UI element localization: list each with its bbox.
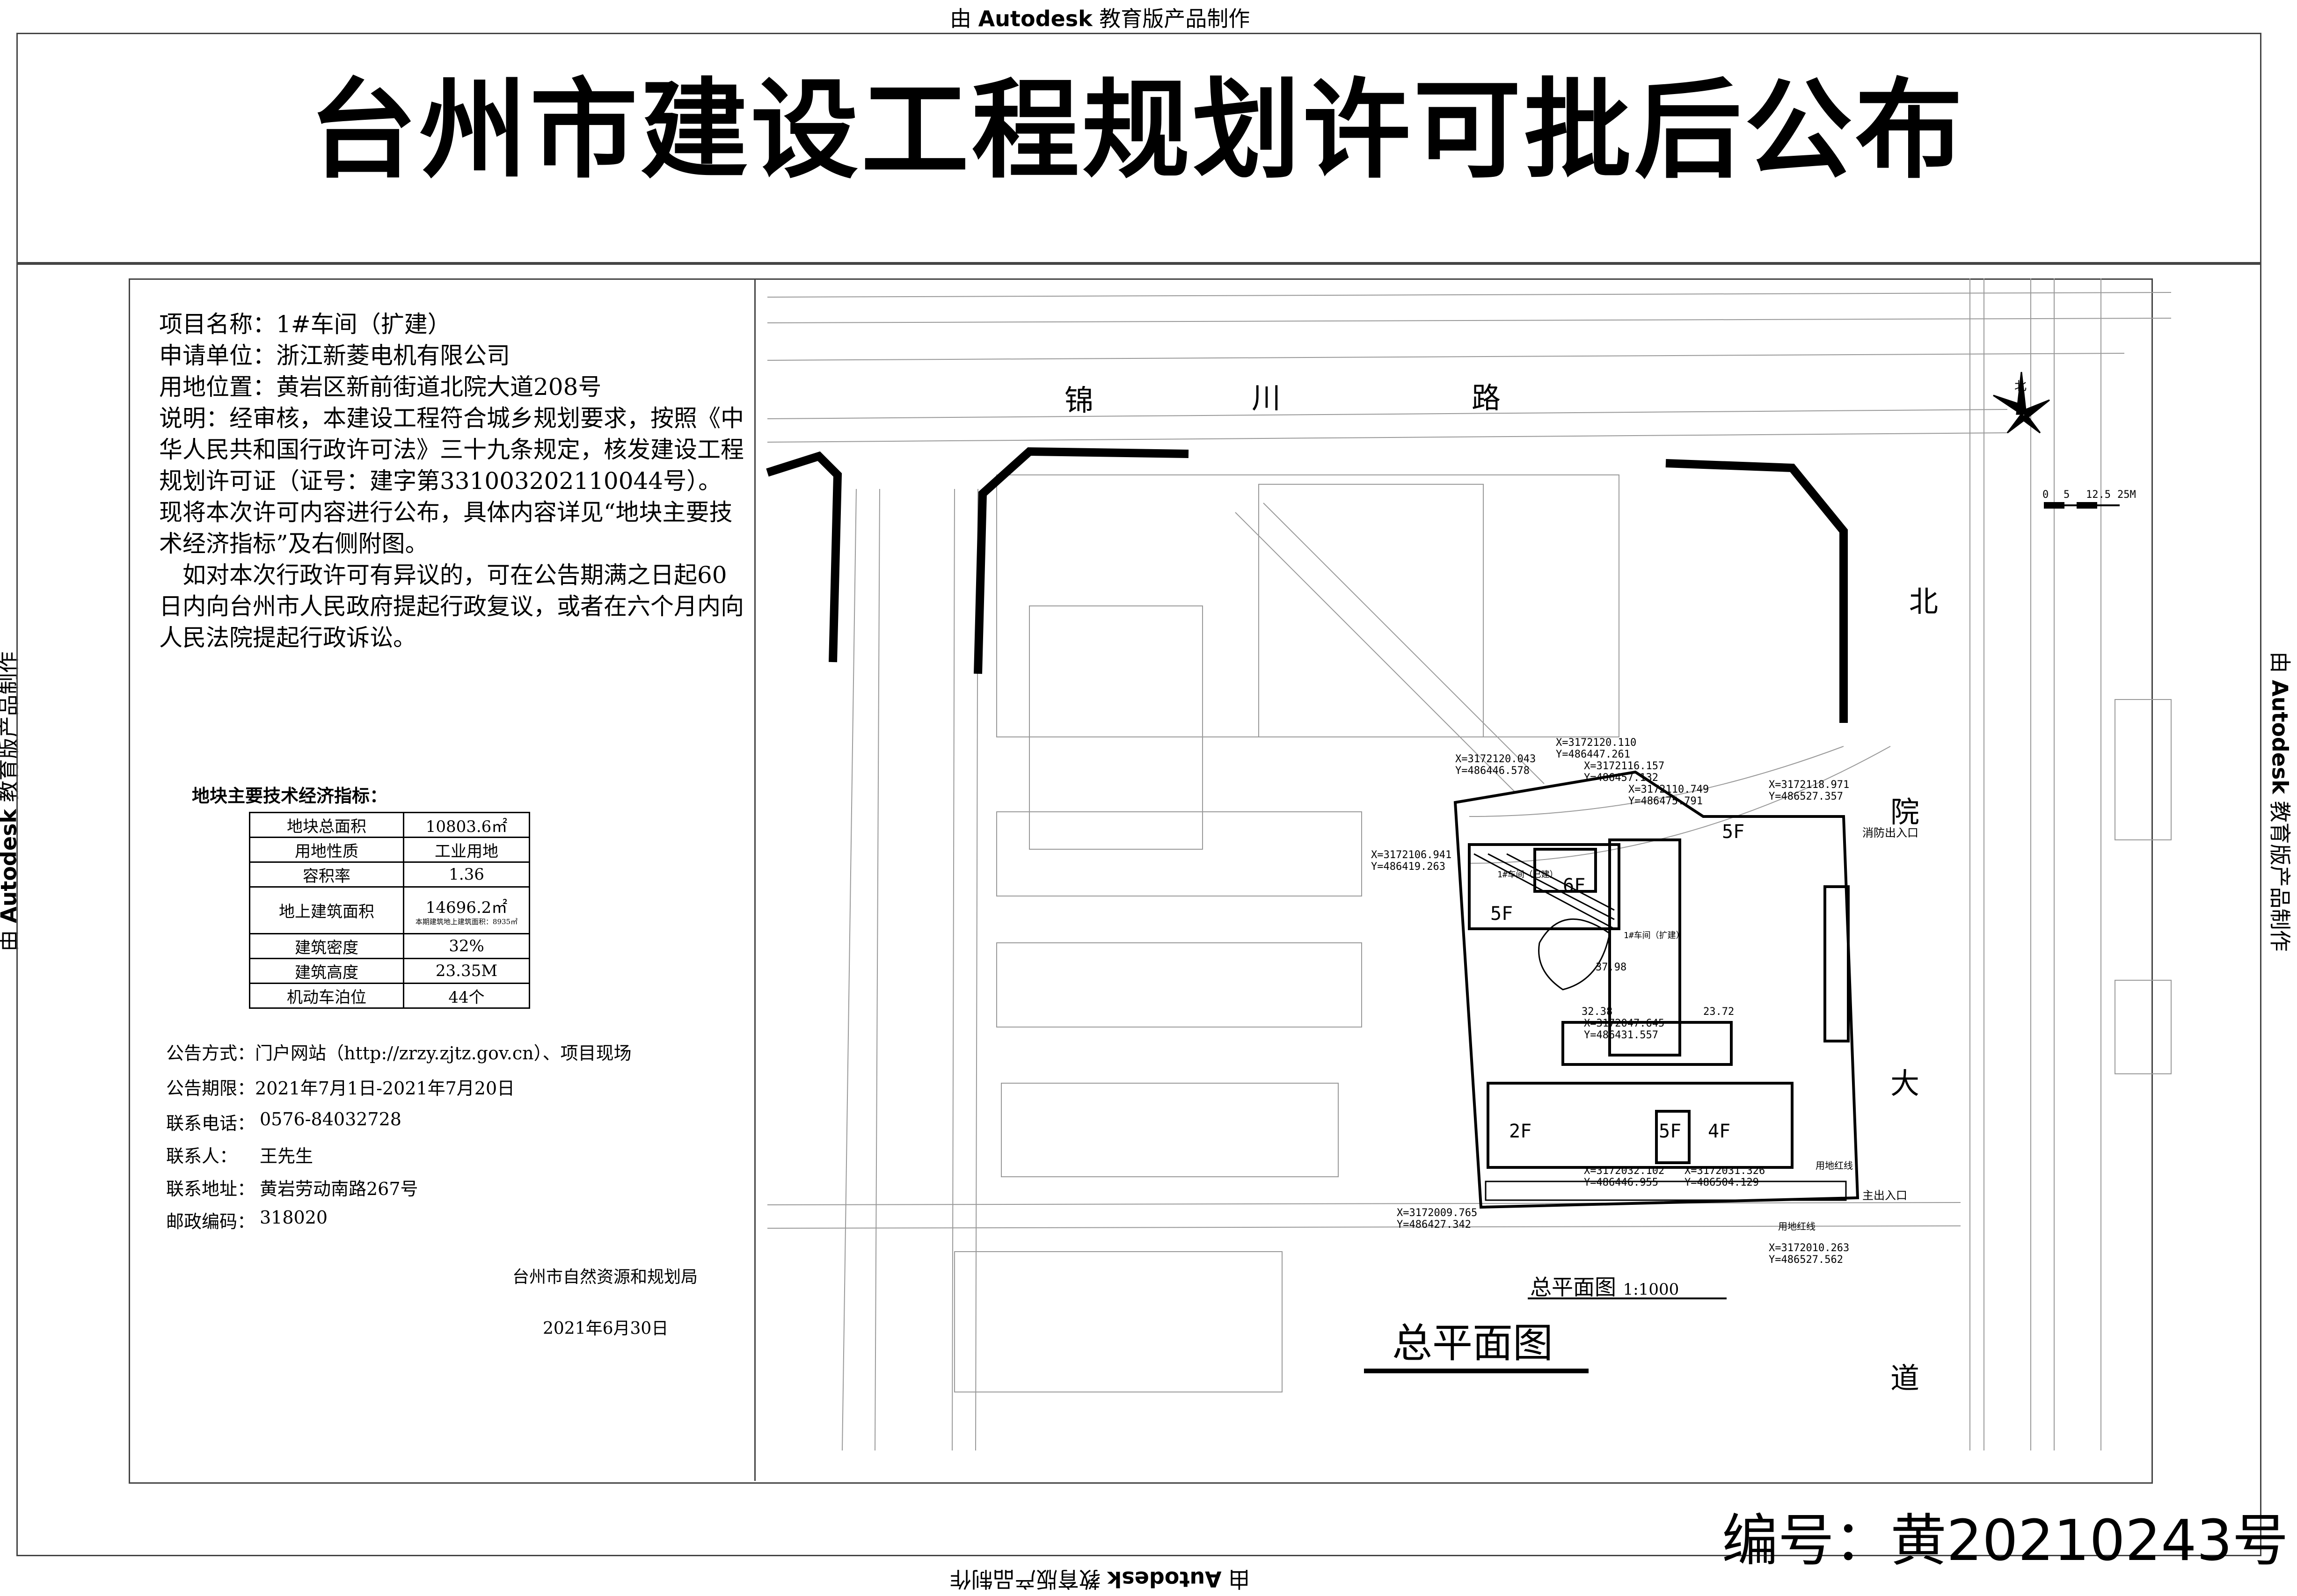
publication-method: 公告方式：门户网站（http://zrzy.zjtz.gov.cn）、项目现场	[166, 1043, 632, 1064]
coord-4-y: Y=486475.791	[1628, 795, 1703, 807]
height-label-1: 37.98	[1596, 962, 1627, 973]
floor-label-6: 4F	[1708, 1121, 1731, 1142]
indicators-title: 地块主要技术经济指标：	[192, 786, 388, 806]
coord-9-y: Y=486504.129	[1684, 1177, 1759, 1188]
road-label-beiyuan-3: 大	[1890, 1066, 1920, 1100]
coord-9-x: X=3172031.326	[1684, 1165, 1765, 1177]
coord-1-x: X=3172120.043	[1455, 753, 1536, 765]
contact-person-value: 王先生	[260, 1146, 314, 1166]
approval-description: 说明：经审核，本建设工程符合城乡规划要求，按照《中华人民共和国行政许可法》三十九…	[159, 405, 744, 557]
publication-period: 公告期限：2021年7月1日-2021年7月20日	[166, 1078, 515, 1099]
building-existing-label: 1#车间（已建）	[1497, 870, 1558, 880]
site-plan-drawing	[766, 278, 2172, 1451]
coord-2-x: X=3172120.110	[1556, 737, 1637, 749]
road-label-beiyuan-1: 北	[1909, 584, 1939, 619]
coord-6-y: Y=486419.263	[1371, 861, 1445, 873]
floor-label-5: 5F	[1659, 1121, 1682, 1142]
objection-notice: 如对本次行政许可有异议的，可在公告期满之日起60日内向台州市人民政府提起行政复议…	[159, 561, 744, 651]
coord-11-y: Y=486527.562	[1769, 1254, 1843, 1266]
page-title: 台州市建设工程规划许可批后公布	[309, 68, 1966, 193]
issuing-agency: 台州市自然资源和规划局	[512, 1268, 698, 1287]
content-divider	[754, 278, 756, 1481]
contact-address-value: 黄岩劳动南路267号	[260, 1179, 418, 1199]
site-plan: 锦 川 路 北 院 大 道 北 0 5 12.5 25M 5F 6F 5F 2F…	[766, 278, 2172, 1451]
table-row: 用地性质工业用地	[249, 837, 530, 863]
coord-7-x: X=3172047.645	[1584, 1018, 1665, 1029]
postcode-value: 318020	[260, 1207, 328, 1228]
road-label-beiyuan-4: 道	[1890, 1361, 1920, 1395]
header-frame	[16, 33, 2261, 265]
postcode: 邮政编码：318020	[166, 1207, 328, 1232]
scale-tick-12-5: 12.5	[2086, 489, 2111, 501]
road-label-jinchuan-1: 锦	[1065, 383, 1094, 417]
project-name: 项目名称：1#车间（扩建）	[159, 311, 451, 338]
coord-8-y: Y=486446.955	[1584, 1177, 1658, 1188]
area-note: 本期建筑地上建筑面积：8935㎡	[415, 918, 518, 926]
plan-title-small: 总平面图 1:1000	[1530, 1275, 1679, 1300]
main-entrance-label: 主出入口	[1862, 1189, 1907, 1202]
coord-4-x: X=3172110.749	[1628, 784, 1709, 795]
coord-1-y: Y=486446.578	[1455, 765, 1530, 777]
content-frame	[129, 278, 2153, 1484]
project-info: 项目名称：1#车间（扩建） 申请单位：浙江新菱电机有限公司 用地位置：黄岩区新前…	[159, 309, 744, 654]
site-location: 用地位置：黄岩区新前街道北院大道208号	[159, 373, 602, 401]
coord-8-x: X=3172032.102	[1584, 1165, 1665, 1177]
publication-method-value: 门户网站（http://zrzy.zjtz.gov.cn）、项目现场	[255, 1043, 632, 1064]
contact-person: 联系人：王先生	[166, 1142, 313, 1167]
floor-label-4: 2F	[1509, 1121, 1532, 1142]
applicant: 申请单位：浙江新菱电机有限公司	[159, 342, 510, 369]
contact-phone-value: 0576-84032728	[260, 1109, 401, 1130]
coord-11-x: X=3172010.263	[1769, 1242, 1850, 1254]
redline-label-2: 用地红线	[1778, 1221, 1816, 1232]
contact-phone: 联系电话：0576-84032728	[166, 1109, 401, 1134]
scale-tick-5: 5	[2064, 489, 2070, 501]
scale-tick-0: 0	[2042, 489, 2049, 501]
watermark-bottom: 由 Autodesk 教育版产品制作	[950, 1567, 1250, 1592]
issue-date: 2021年6月30日	[543, 1319, 669, 1338]
road-label-jinchuan-2: 川	[1252, 381, 1281, 415]
publication-period-value: 2021年7月1日-2021年7月20日	[255, 1078, 515, 1099]
document-number: 编号：黄20210243号	[1722, 1509, 2289, 1574]
body-frame	[16, 262, 2261, 1556]
coord-10-x: X=3172009.765	[1397, 1207, 1478, 1219]
redline-label-1: 用地红线	[1816, 1160, 1853, 1171]
plan-title-large: 总平面图	[1392, 1320, 1553, 1367]
road-label-jinchuan-3: 路	[1472, 381, 1501, 415]
floor-label-2: 6F	[1563, 875, 1586, 896]
floor-label-3: 5F	[1722, 821, 1745, 843]
coord-5-y: Y=486527.357	[1769, 791, 1843, 802]
watermark-top: 由 Autodesk 教育版产品制作	[950, 6, 1250, 31]
building-new-label: 1#车间（扩建）	[1624, 931, 1684, 940]
road-label-beiyuan-2: 院	[1890, 795, 1920, 829]
coord-6-x: X=3172106.941	[1371, 849, 1452, 861]
coord-3-y: Y=486457.132	[1584, 772, 1658, 784]
coord-10-y: Y=486427.342	[1397, 1219, 1471, 1231]
height-label-2: 23.72	[1703, 1006, 1735, 1018]
height-label-3: 32.38	[1582, 1006, 1613, 1018]
scale-tick-25: 25M	[2117, 489, 2136, 501]
coord-2-y: Y=486447.261	[1556, 749, 1630, 760]
fire-entrance-label: 消防出入口	[1862, 826, 1918, 839]
watermark-right: 由 Autodesk 教育版产品制作	[2267, 651, 2293, 952]
north-label: 北	[2014, 379, 2027, 394]
floor-label-1: 5F	[1490, 903, 1513, 925]
plan-scale: 1:1000	[1623, 1280, 1679, 1299]
coord-7-y: Y=486431.557	[1584, 1029, 1658, 1041]
coord-3-x: X=3172116.157	[1584, 760, 1665, 772]
coord-5-x: X=3172118.971	[1769, 779, 1850, 791]
contact-address: 联系地址：黄岩劳动南路267号	[166, 1174, 418, 1200]
